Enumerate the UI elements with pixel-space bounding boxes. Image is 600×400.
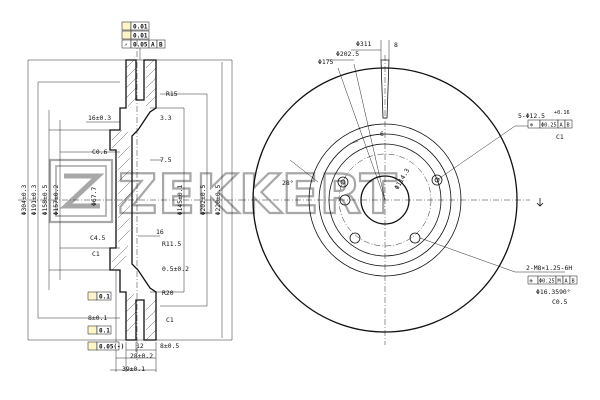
zekkert-logo: ZEKKERT xyxy=(48,158,398,227)
dim-phi157: Φ157±0.2 xyxy=(52,184,60,215)
bolt-hole-1 xyxy=(337,176,349,188)
dim-r20: R20 xyxy=(162,289,174,297)
dim-7-5: 7.5 xyxy=(160,156,172,164)
svg-text:0.1: 0.1 xyxy=(99,294,110,301)
dim-phi202-5: Φ202.5 xyxy=(336,50,359,58)
dim-3-3: 3.3 xyxy=(160,114,172,122)
dim-c1-front: C1 xyxy=(556,133,564,141)
dim-28: 28±0.2 xyxy=(130,352,153,360)
bolt-circle-spec: Φ16.3590° xyxy=(536,288,571,296)
tolerance-stack-top: 0.01 0.01 ↗ 0.05 A B xyxy=(121,21,166,60)
bolt-hole-3 xyxy=(349,232,361,244)
dim-c0-6: C0.6 xyxy=(92,148,108,156)
thread-spec: 2-M8×1.25-6H xyxy=(526,264,572,272)
dim-8-bot: 8±0.5 xyxy=(160,342,179,350)
dim-r11-5: R11.5 xyxy=(162,240,181,248)
svg-text:M: M xyxy=(558,279,561,285)
thread-tolerance: Φ0.25 xyxy=(539,279,555,285)
logo-wordmark: ZEKKERT xyxy=(118,163,398,226)
svg-text:A: A xyxy=(565,279,569,285)
dim-16-top: 16±0.3 xyxy=(88,114,111,122)
svg-text:0.1: 0.1 xyxy=(99,328,110,335)
dim-8: 8 xyxy=(394,41,398,49)
tol-flatness-1: 0.01 xyxy=(133,24,148,31)
holes-tolerance: +0.16 xyxy=(554,110,570,116)
vent-slot xyxy=(380,59,390,119)
svg-text:↗: ↗ xyxy=(124,42,127,48)
dim-39: 39±0.1 xyxy=(122,365,145,373)
svg-text:A: A xyxy=(560,123,564,129)
dim-12: 12 xyxy=(136,342,144,350)
dim-r15: R15 xyxy=(166,90,178,98)
tol-datum-a: A xyxy=(151,42,155,49)
svg-text:⊕: ⊕ xyxy=(530,279,533,285)
dim-c0-5: C0.5 xyxy=(552,298,568,306)
tol-flatness-2: 0.01 xyxy=(133,33,148,40)
svg-text:⊕: ⊕ xyxy=(530,123,533,129)
dim-phi202: Φ202±0.5 xyxy=(199,184,207,215)
dim-phi191: Φ191±0.3 xyxy=(30,184,38,215)
dim-phi311: Φ311 xyxy=(356,40,372,48)
tolerance-tag-parallel: 0.1 xyxy=(87,291,112,301)
dim-phi145: Φ145±0.1 xyxy=(176,184,184,215)
dim-phi220: Φ220±0.5 xyxy=(214,184,222,215)
svg-text:B: B xyxy=(572,279,575,285)
dim-phi304: Φ304±0.3 xyxy=(20,184,28,215)
dim-6: 6 xyxy=(380,130,384,138)
dim-phi158: Φ158±0.5 xyxy=(41,184,49,215)
dim-8-top: 8±0.1 xyxy=(88,314,107,322)
bolt-hole-2 xyxy=(431,174,443,186)
section-hatch-top xyxy=(111,59,157,341)
tol-runout: 0.05 xyxy=(133,42,148,49)
dim-16: 16 xyxy=(156,228,164,236)
bolt-hole-5 xyxy=(339,194,351,206)
tolerance-tag-flat: 0.1 xyxy=(87,325,112,335)
tol-datum-b: B xyxy=(159,42,163,49)
direction-arrow-icon xyxy=(536,198,544,207)
dim-phi67: Φ67.7 xyxy=(90,187,98,206)
dim-angle: 28° xyxy=(282,179,294,187)
side-section-view: Φ304±0.3 Φ191±0.3 Φ158±0.5 Φ157±0.2 Φ145… xyxy=(18,40,240,373)
dim-c4-5: C4.5 xyxy=(90,234,106,242)
tolerance-tag-bottom: 0.05(-) xyxy=(87,341,124,351)
dim-c1-right: C1 xyxy=(166,316,174,324)
dim-phi175: Φ175 xyxy=(318,58,334,66)
svg-text:0.05(-): 0.05(-) xyxy=(99,344,124,351)
front-view: 28° Φ311 8 Φ202.5 Φ175 Φ114.3 6 5-Φ12.5 … xyxy=(240,40,578,345)
dim-c1-left: C1 xyxy=(92,250,100,258)
svg-text:B: B xyxy=(567,123,570,129)
dim-0-5: 0.5±0.2 xyxy=(162,265,189,273)
bolt-hole-4 xyxy=(409,232,421,244)
pos-tolerance: Φ0.25 xyxy=(541,123,557,129)
holes-spec: 5-Φ12.5 xyxy=(518,112,545,120)
